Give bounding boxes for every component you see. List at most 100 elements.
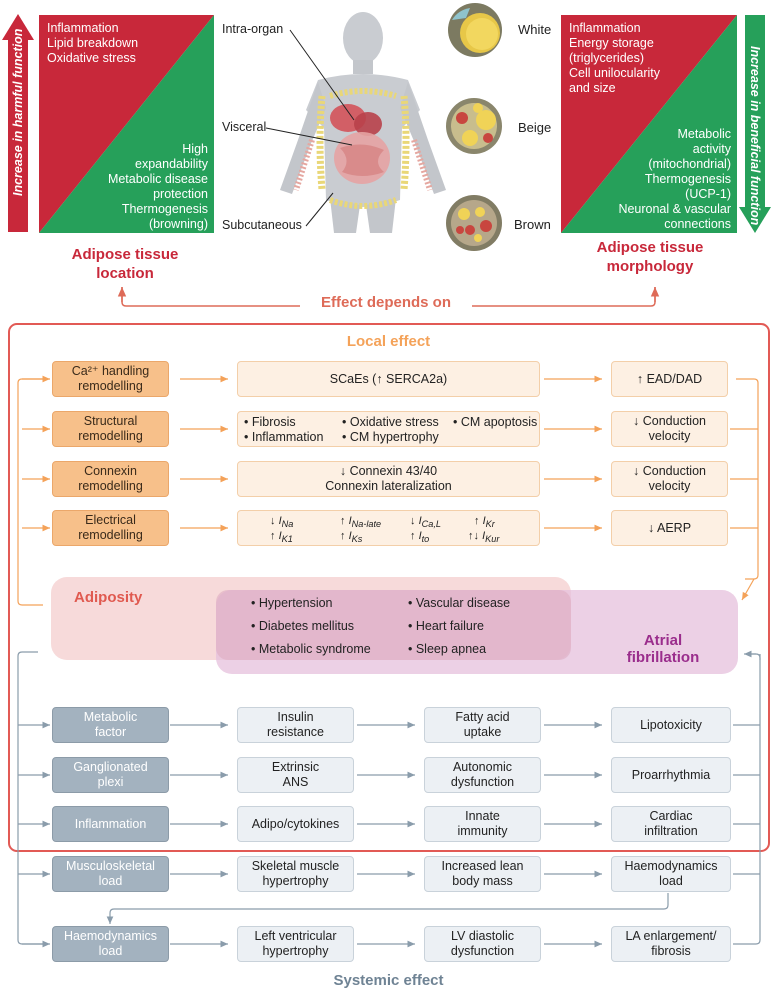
harmful-item: Lipid breakdown <box>47 36 139 50</box>
systemic-effect-title: Systemic effect <box>333 972 444 989</box>
systemic-step: LV diastolic dysfunction <box>424 926 541 962</box>
comorbidity-item: • Hypertension <box>251 596 333 610</box>
haemodynamics-load-header: Haemodynamics load <box>52 926 169 962</box>
systemic-step: Autonomic dysfunction <box>424 757 541 793</box>
beneficial-item: connections <box>664 217 731 231</box>
harmful-item: and size <box>569 81 616 95</box>
systemic-outcome: LA enlargement/ fibrosis <box>611 926 731 962</box>
location-harmful-list: Inflammation Lipid breakdown Oxidative s… <box>47 21 138 66</box>
harmful-arrow-label: Increase in harmful function <box>11 28 25 196</box>
brown-cell-label: Brown <box>514 217 551 232</box>
beneficial-item: Neuronal & vascular <box>618 202 731 216</box>
morphology-triangles <box>561 15 737 233</box>
beneficial-item: Thermogenesis <box>644 172 731 186</box>
systemic-outcome: Proarrhythmia <box>611 757 731 793</box>
musculoskeletal-load-header: Musculoskeletal load <box>52 856 169 892</box>
subcutaneous-label: Subcutaneous <box>222 218 302 232</box>
beneficial-item: (mitochondrial) <box>648 157 731 171</box>
beneficial-item: High <box>182 142 208 156</box>
beneficial-item: expandability <box>135 157 208 171</box>
beneficial-item: Metabolic disease <box>107 172 208 186</box>
human-body-illustration <box>280 12 446 233</box>
morphology-beneficial-list: Metabolic activity (mitochondrial) Therm… <box>596 127 731 232</box>
ion-currents: ↓ INa ↑ INa-late ↓ ICa,L ↑ IKr ↑ IK1 ↑ I… <box>237 510 540 546</box>
systemic-step: Increased lean body mass <box>424 856 541 892</box>
metabolic-factor-header: Metabolic factor <box>52 707 169 743</box>
systemic-step: Extrinsic ANS <box>237 757 354 793</box>
ion-current: ↑↓ IKur <box>468 530 500 545</box>
ead-dad-outcome: ↑ EAD/DAD <box>611 361 728 397</box>
systemic-step: Adipo/cytokines <box>237 806 354 842</box>
structural-header: Structural remodelling <box>52 411 169 447</box>
beneficial-item: protection <box>153 187 208 201</box>
ion-current: ↓ INa <box>270 515 294 530</box>
location-beneficial-list: High expandability Metabolic disease pro… <box>90 142 208 232</box>
systemic-step: Innate immunity <box>424 806 541 842</box>
harmful-item: Inflammation <box>47 21 119 35</box>
harmful-item: Energy storage <box>569 36 654 50</box>
systemic-outcome: Lipotoxicity <box>611 707 731 743</box>
ion-current: ↑ IKs <box>340 530 363 545</box>
effect-depends-label: Effect depends on <box>320 294 451 311</box>
local-effect-frame <box>8 323 770 852</box>
harmful-item: Cell unilocularity <box>569 66 661 80</box>
brown-adipocyte <box>446 195 502 251</box>
conduction-velocity-outcome: ↓ Conduction velocity <box>611 411 728 447</box>
local-effect-title: Local effect <box>346 333 431 350</box>
systemic-step: Insulin resistance <box>237 707 354 743</box>
mechanism-item: • CM apoptosis <box>453 415 538 429</box>
atrial-fibrillation-label: Atrial fibrillation <box>626 632 700 666</box>
beneficial-item: (UCP-1) <box>685 187 731 201</box>
electrical-header: Electrical remodelling <box>52 510 169 546</box>
connexin-mechanism: ↓ Connexin 43/40 Connexin lateralization <box>237 461 540 497</box>
mechanism-item: • CM hypertrophy <box>342 430 439 444</box>
ion-current: ↑ INa-late <box>340 515 382 530</box>
beige-adipocyte <box>446 98 502 154</box>
systemic-step: Fatty acid uptake <box>424 707 541 743</box>
beneficial-item: (browning) <box>148 217 208 231</box>
white-adipocyte <box>448 3 502 57</box>
harmful-arrow <box>2 14 34 232</box>
morphology-harmful-list: Inflammation Energy storage (triglycerid… <box>569 21 660 96</box>
beneficial-arrow <box>739 15 771 233</box>
intra-organ-label: Intra-organ <box>222 22 284 36</box>
systemic-outcome: Cardiac infiltration <box>611 806 731 842</box>
comorbidity-item: • Diabetes mellitus <box>251 619 355 633</box>
location-triangles <box>39 15 214 233</box>
ion-current: ↑ Ito <box>410 530 430 545</box>
connexin-header: Connexin remodelling <box>52 461 169 497</box>
comorbidity-item: • Vascular disease <box>408 596 511 610</box>
conduction-velocity-outcome: ↓ Conduction velocity <box>611 461 728 497</box>
harmful-item: Oxidative stress <box>47 51 136 65</box>
structural-mechanism: • Fibrosis • Inflammation • Oxidative st… <box>237 411 540 447</box>
beige-cell-label: Beige <box>518 120 552 135</box>
mechanism-item: • Fibrosis <box>244 415 296 429</box>
ion-current: ↑ IKr <box>474 515 495 530</box>
systemic-outcome: Haemodynamics load <box>611 856 731 892</box>
inflammation-header: Inflammation <box>52 806 169 842</box>
systemic-step: Skeletal muscle hypertrophy <box>237 856 354 892</box>
comorbidity-item: • Metabolic syndrome <box>251 642 371 656</box>
harmful-item: Inflammation <box>569 21 641 35</box>
ion-current: ↓ ICa,L <box>410 515 441 530</box>
beneficial-item: activity <box>692 142 731 156</box>
beneficial-item: Thermogenesis <box>121 202 208 216</box>
systemic-row-arrows <box>170 721 602 948</box>
aerp-outcome: ↓ AERP <box>611 510 728 546</box>
morphology-title: Adipose tissue morphology <box>596 239 704 275</box>
beneficial-arrow-label: Increase in beneficial function <box>748 46 762 226</box>
comorbidity-item: • Heart failure <box>408 619 484 633</box>
ganglionated-plexi-header: Ganglionated plexi <box>52 757 169 793</box>
ca-handling-header: Ca²⁺ handling remodelling <box>52 361 169 397</box>
visceral-label: Visceral <box>222 120 267 134</box>
systemic-step: Left ventricular hypertrophy <box>237 926 354 962</box>
mechanism-item: • Inflammation <box>244 430 324 444</box>
local-row-arrows <box>180 375 602 532</box>
comorbidity-item: • Sleep apnea <box>408 642 487 656</box>
location-title: Adipose tissue location <box>71 246 179 282</box>
ion-current: ↑ IK1 <box>270 530 293 545</box>
ca-handling-mechanism: SCaEs (↑ SERCA2a) <box>237 361 540 397</box>
harmful-item: (triglycerides) <box>569 51 645 65</box>
